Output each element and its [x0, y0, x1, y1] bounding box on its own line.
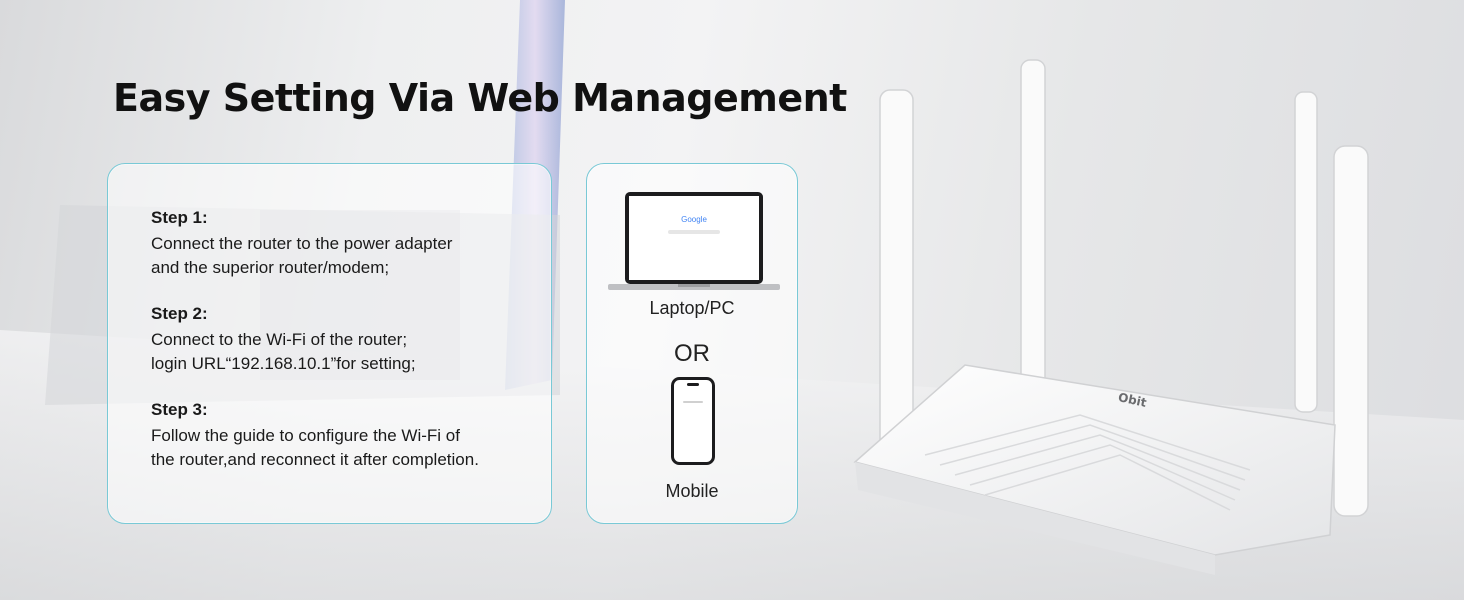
router-body: [853, 364, 1336, 575]
step-3-line-2: the router,and reconnect it after comple…: [151, 450, 479, 469]
step-3-line-1: Follow the guide to configure the Wi-Fi …: [151, 426, 460, 445]
devices-card: Google Laptop/PC OR Mobile: [586, 163, 798, 524]
step-2: Step 2: Connect to the Wi-Fi of the rout…: [151, 304, 416, 376]
step-1-label: Step 1:: [151, 208, 208, 227]
steps-card: Step 1: Connect the router to the power …: [107, 163, 552, 524]
step-2-label: Step 2:: [151, 304, 208, 323]
mobile-phone-icon: [671, 377, 715, 465]
step-1-line-1: Connect the router to the power adapter: [151, 234, 453, 253]
or-label: OR: [674, 340, 710, 367]
page-title: Easy Setting Via Web Management: [113, 76, 847, 120]
step-2-line-2: login URL“192.168.10.1”for setting;: [151, 354, 416, 373]
step-1: Step 1: Connect the router to the power …: [151, 208, 452, 280]
laptop-label: Laptop/PC: [649, 298, 735, 318]
laptop-screen-logo: Google: [681, 215, 707, 224]
step-3-label: Step 3:: [151, 400, 208, 419]
step-1-line-2: and the superior router/modem;: [151, 258, 390, 277]
mobile-label: Mobile: [665, 481, 719, 501]
step-3: Step 3: Follow the guide to configure th…: [151, 400, 479, 472]
laptop-icon: [608, 192, 780, 290]
step-2-line-1: Connect to the Wi-Fi of the router;: [151, 330, 408, 349]
